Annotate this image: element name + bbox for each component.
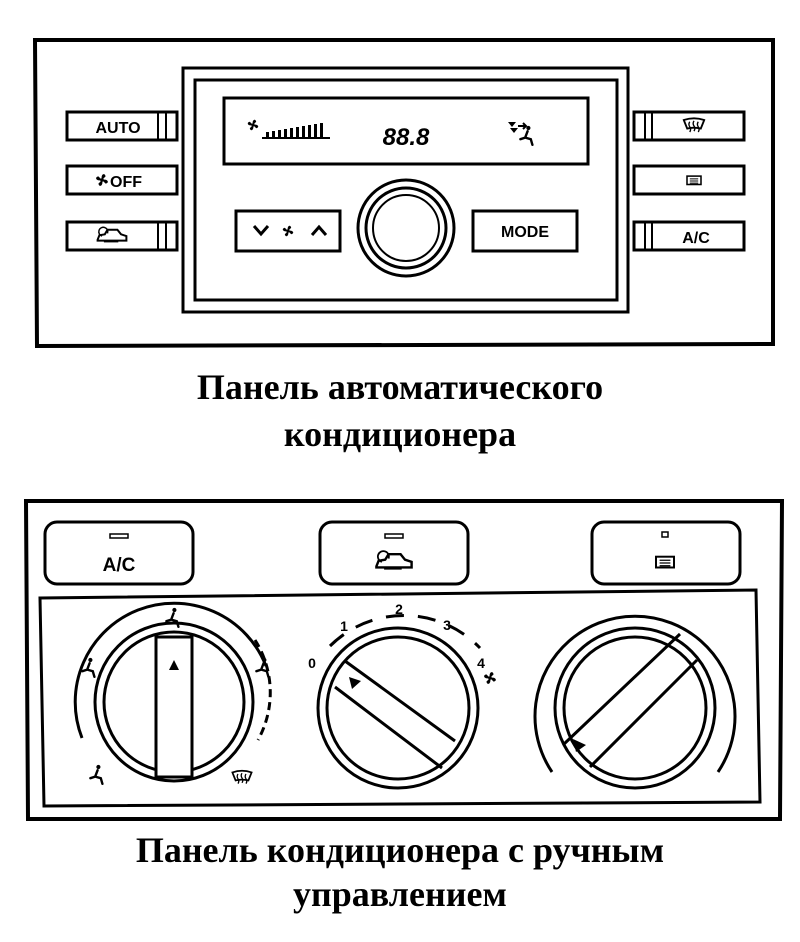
manual-ac-label: A/C xyxy=(103,555,136,576)
fan-scale-0: 0 xyxy=(308,655,316,671)
pointer-arrow-icon xyxy=(349,677,361,689)
mode-button-label: MODE xyxy=(501,224,549,241)
center-module-outer xyxy=(181,66,630,314)
manual-panel-caption-line2: управлением xyxy=(293,874,507,914)
fan-off-button[interactable]: OFF xyxy=(65,164,179,196)
temperature-knob-manual[interactable] xyxy=(533,614,737,790)
manual-panel: A/C xyxy=(23,499,785,821)
manual-panel-caption-line1: Панель кондиционера с ручным xyxy=(135,830,665,870)
auto-panel-caption-line1: Панель автоматического xyxy=(196,367,604,407)
airflow-mode-knob[interactable] xyxy=(73,601,272,785)
mode-button[interactable]: MODE xyxy=(471,209,579,253)
fan-scale-arc xyxy=(328,613,482,650)
airflow-mode-icon xyxy=(508,122,534,147)
recirculation-button[interactable] xyxy=(65,220,179,252)
knob-recess xyxy=(38,588,762,808)
fan-down-icon[interactable] xyxy=(252,225,270,237)
fan-scale-4: 4 xyxy=(477,655,485,671)
manual-panel-frame xyxy=(23,499,785,821)
auto-panel-caption-line2: кондиционера xyxy=(283,414,517,454)
fan-icon xyxy=(484,672,496,684)
temperature-knob[interactable] xyxy=(356,178,456,278)
auto-panel: AUTO OFF A/C xyxy=(32,38,775,349)
indicator-led xyxy=(109,533,129,539)
auto-panel-frame xyxy=(32,38,775,349)
windshield-defrost-icon xyxy=(231,769,253,785)
indicator-led xyxy=(384,533,404,539)
ac-button-label: A/C xyxy=(682,230,710,247)
center-module-inner xyxy=(193,78,619,302)
auto-button[interactable]: AUTO xyxy=(65,110,179,142)
pointer-arrow-icon xyxy=(169,660,179,670)
manual-ac-button[interactable]: A/C xyxy=(43,520,195,586)
display-fan-icon xyxy=(247,119,259,131)
windshield-defrost-button[interactable] xyxy=(632,110,746,142)
temperature-scale-arc xyxy=(533,614,737,773)
manual-recirculation-button[interactable] xyxy=(318,520,470,586)
fan-speed-control[interactable] xyxy=(234,209,342,253)
lcd-display: 88.8 xyxy=(222,96,590,166)
display-temperature: 88.8 xyxy=(383,124,430,151)
auto-button-label: AUTO xyxy=(95,120,140,137)
floor-vent-icon xyxy=(89,763,104,785)
fan-up-icon[interactable] xyxy=(310,224,328,236)
indicator-led xyxy=(661,531,669,538)
off-button-label: OFF xyxy=(110,174,142,191)
rear-defrost-button[interactable] xyxy=(632,164,746,196)
fan-speed-knob[interactable]: 0 1 2 3 4 xyxy=(308,601,496,790)
fan-speed-bars-icon xyxy=(262,123,330,139)
fan-scale-2: 2 xyxy=(395,601,403,617)
knob-grip xyxy=(562,632,699,769)
fan-scale-1: 1 xyxy=(340,618,348,634)
airflow-scale-arc xyxy=(73,601,268,739)
knob-grip xyxy=(154,635,194,779)
manual-rear-defrost-button[interactable] xyxy=(590,520,742,586)
knob-grip xyxy=(334,659,456,770)
ac-button[interactable]: A/C xyxy=(632,220,746,252)
fan-scale-3: 3 xyxy=(443,617,451,633)
defrost-scale-arc xyxy=(253,639,272,741)
pointer-arrow-icon xyxy=(573,739,586,752)
